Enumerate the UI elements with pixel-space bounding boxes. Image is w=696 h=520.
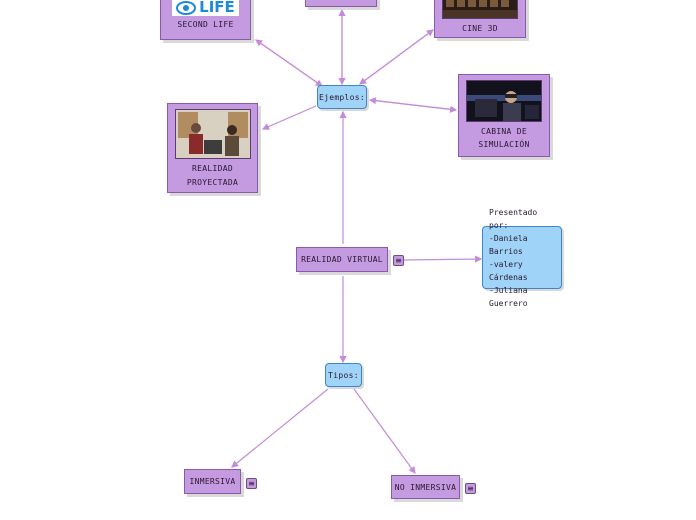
note-icon[interactable]: ≡	[465, 483, 476, 494]
presentado-por-node[interactable]: Presentado por: -Daniela Barrios -valery…	[482, 208, 562, 308]
realidad-proyectada-photo	[174, 109, 251, 159]
cabina-simulacion-label-line1: CABINA DE	[480, 127, 528, 136]
edge-center-presentado	[402, 255, 483, 263]
edge-ejemplos-cabina	[369, 99, 458, 113]
edge-tipos-inmersiva	[231, 388, 329, 468]
note-icon[interactable]: ≡	[246, 478, 257, 489]
cine-3d-photo	[442, 0, 518, 19]
edge-secondlife-ejemplos	[255, 39, 323, 87]
top-partial-node[interactable]	[305, 0, 377, 7]
cine-3d-card[interactable]: CINE 3D	[434, 0, 526, 38]
cabina-simulacion-card[interactable]: CABINA DE SIMULACIÓN	[458, 74, 550, 157]
second-life-logo: LIFE	[172, 0, 239, 16]
presentado-por-name-1: -Daniela Barrios	[489, 233, 528, 256]
realidad-proyectada-label-line2: PROYECTADA	[186, 178, 239, 187]
second-life-logo-text: LIFE	[199, 0, 235, 16]
no-inmersiva-node[interactable]: NO INMERSIVA	[391, 475, 460, 499]
edge-cine-ejemplos	[359, 29, 434, 85]
edge-ejemplos-realidad	[261, 105, 317, 130]
realidad-proyectada-label-line1: REALIDAD	[192, 164, 233, 173]
edge-tipos-noinmersiva	[353, 388, 416, 474]
cabina-simulacion-label-line2: SIMULACIÓN	[478, 140, 530, 149]
presentado-por-heading: Presentado por:	[489, 207, 538, 230]
presentado-por-name-2: -valery Cárdenas	[489, 259, 528, 282]
inmersiva-node[interactable]: INMERSIVA	[184, 469, 241, 494]
note-icon[interactable]: ≡	[393, 255, 404, 266]
presentado-por-name-3: -Juliana Guerrero	[489, 285, 528, 308]
second-life-card[interactable]: LIFE SECOND LIFE	[160, 0, 251, 40]
ejemplos-node[interactable]: Ejemplos:	[317, 85, 367, 109]
tipos-node[interactable]: Tipos:	[325, 363, 362, 387]
realidad-virtual-node[interactable]: REALIDAD VIRTUAL	[296, 247, 388, 272]
second-life-eye-icon	[176, 0, 197, 15]
second-life-label: SECOND LIFE	[177, 20, 234, 29]
cabina-simulacion-photo	[466, 80, 542, 122]
cine-3d-label: CINE 3D	[462, 24, 498, 33]
realidad-proyectada-card[interactable]: REALIDAD PROYECTADA	[167, 103, 258, 193]
